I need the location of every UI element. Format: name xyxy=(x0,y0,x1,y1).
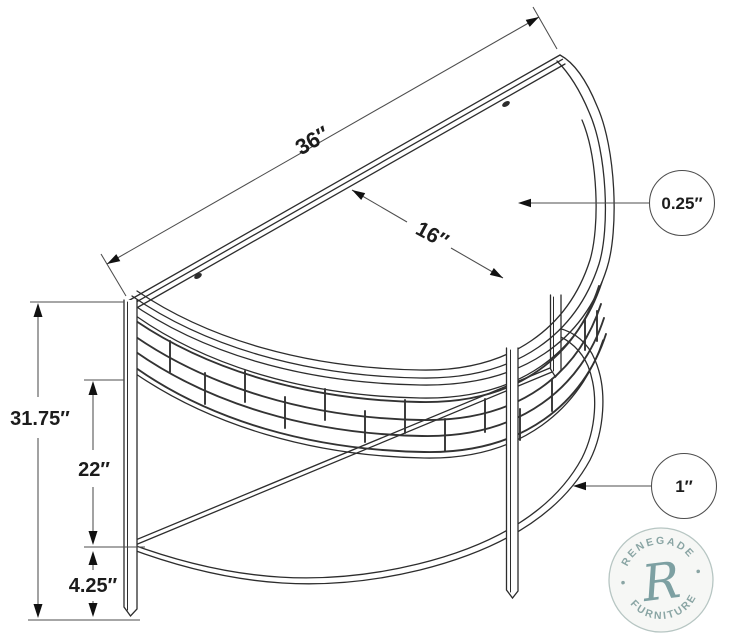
dimension-annotations xyxy=(28,6,718,621)
callout-label-0-25: 0.25″ xyxy=(661,194,702,213)
arrowhead-icon xyxy=(107,254,121,264)
arrowhead-icon xyxy=(573,481,586,491)
arrowhead-icon xyxy=(352,190,366,200)
glass-screw-icon xyxy=(194,273,202,279)
glass-edge xyxy=(136,119,597,371)
callout-circle xyxy=(648,169,716,237)
arrowhead-icon xyxy=(88,531,98,545)
shelf-front-edge xyxy=(127,371,553,549)
arrowhead-icon xyxy=(525,17,539,27)
dim-label-31-75: 31.75″ xyxy=(10,408,70,430)
dim-label-16: 16″ xyxy=(412,217,452,253)
callout-glass-thickness xyxy=(518,169,716,237)
dim-top-width xyxy=(100,6,558,297)
glass-screw-icon xyxy=(502,101,510,107)
table-top xyxy=(127,54,615,386)
callout-circle xyxy=(650,452,718,520)
arrowhead-icon xyxy=(88,603,98,617)
watermark-badge-circle xyxy=(608,527,714,633)
arrowhead-icon xyxy=(33,303,43,317)
watermark-dot-icon xyxy=(621,580,625,585)
dim-overall-height xyxy=(28,301,140,621)
callout-label-1: 1″ xyxy=(675,477,693,496)
front-leg xyxy=(505,347,519,600)
arrowhead-icon xyxy=(489,268,503,278)
fret-apron-band xyxy=(135,281,607,459)
watermark-monogram: R xyxy=(638,551,683,613)
left-leg xyxy=(123,299,138,618)
dim-label-36: 36″ xyxy=(291,121,334,160)
dim-clearance-height xyxy=(84,379,145,548)
callout-frame-tube xyxy=(573,452,718,520)
dim-label-4-25: 4.25″ xyxy=(69,575,118,597)
dim-top-depth xyxy=(351,189,504,279)
watermark-badge: RENEGADE FURNITURE R xyxy=(608,527,714,633)
arrowhead-icon xyxy=(33,604,43,618)
arrowhead-icon xyxy=(88,551,98,565)
dim-shelf-height xyxy=(88,551,98,617)
table-line-art xyxy=(123,54,615,618)
dim-label-22: 22″ xyxy=(78,459,110,481)
arrowhead-icon xyxy=(88,381,98,395)
watermark-dot-icon xyxy=(696,569,701,574)
arrowhead-icon xyxy=(518,198,531,208)
